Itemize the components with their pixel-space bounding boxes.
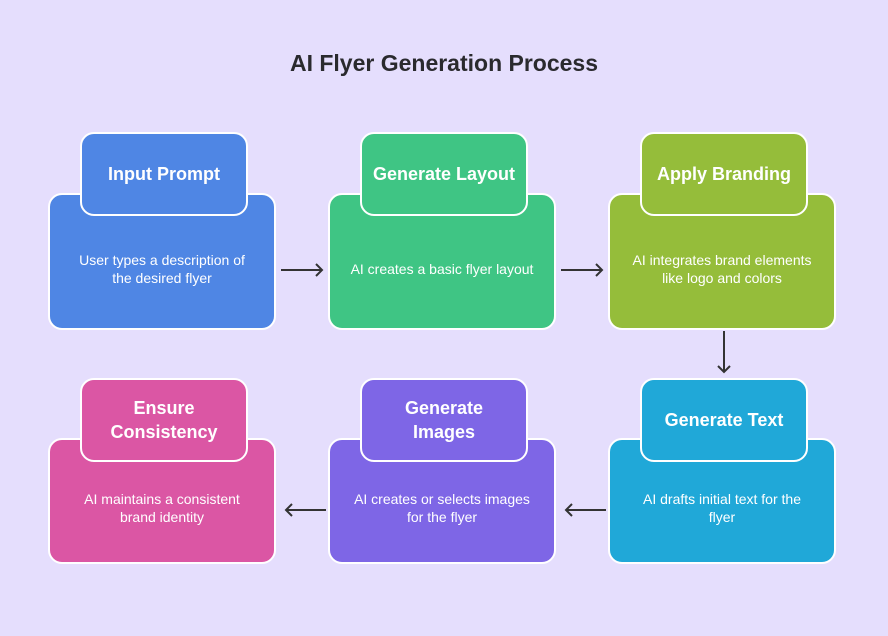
arrow-branding-to-text (717, 331, 731, 374)
step-description: AI maintains a consistent brand identity (84, 491, 240, 525)
step-description-box: User types a description of the desired … (48, 193, 276, 330)
step-description: AI creates a basic flyer layout (350, 260, 534, 277)
step-description: AI integrates brand elements like logo a… (632, 251, 812, 286)
step-description: AI drafts initial text for the flyer (643, 491, 801, 525)
step-title: Ensure Consistency (110, 398, 218, 442)
step-description: AI creates or selects images for the fly… (354, 491, 530, 525)
step-description: User types a description of the desired … (79, 251, 245, 286)
step-title: Generate Text (664, 410, 784, 430)
step-title-box: Generate Layout (360, 132, 528, 216)
step-title: Apply Branding (657, 164, 791, 184)
arrow-layout-to-branding (561, 263, 604, 277)
diagram-title: AI Flyer Generation Process (289, 50, 599, 76)
step-description-box: AI creates a basic flyer layout (328, 193, 556, 330)
step-title-box: Generate Images (360, 378, 528, 462)
step-title-box: Apply Branding (640, 132, 808, 216)
step-title-box: Input Prompt (80, 132, 248, 216)
step-title-box: Generate Text (640, 378, 808, 462)
step-title-box: Ensure Consistency (80, 378, 248, 462)
step-title: Input Prompt (108, 164, 220, 184)
step-title: Generate Images (404, 398, 484, 442)
arrow-images-to-consistency (284, 503, 326, 517)
arrow-text-to-images (564, 503, 606, 517)
arrow-input-to-layout (281, 263, 324, 277)
step-title: Generate Layout (372, 164, 516, 184)
